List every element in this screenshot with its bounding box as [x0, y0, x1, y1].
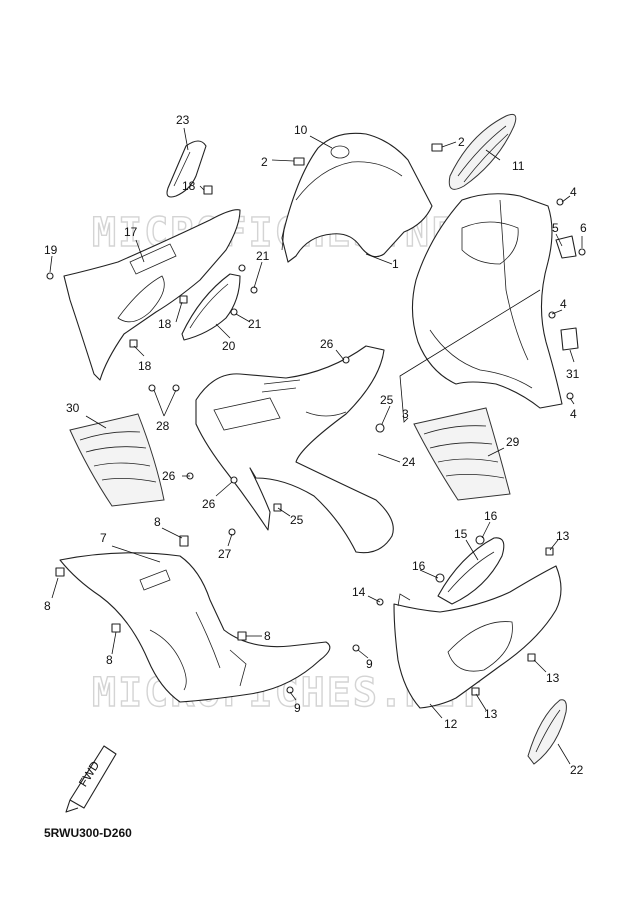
- leader-lines: [49, 127, 583, 765]
- callout-18: 18: [138, 359, 152, 373]
- fwd-arrow-icon: FWD: [65, 745, 117, 813]
- callout-21: 21: [256, 249, 270, 263]
- callout-6: 6: [580, 221, 587, 235]
- callout-7: 7: [100, 531, 107, 545]
- callout-4: 4: [570, 185, 577, 199]
- callout-4: 4: [560, 297, 567, 311]
- callout-labels: 10 2 2 23 11 18 4 17 1 5 6 19 21 4 18 21…: [44, 113, 587, 777]
- callout-19: 19: [44, 243, 58, 257]
- part-11-decal: [448, 113, 517, 190]
- callout-27: 27: [218, 547, 232, 561]
- callout-8: 8: [154, 515, 161, 529]
- callout-8: 8: [44, 599, 51, 613]
- part-17-inner-panel: [63, 209, 241, 381]
- callout-31: 31: [566, 367, 580, 381]
- callout-21: 21: [248, 317, 262, 331]
- callout-18: 18: [182, 179, 196, 193]
- part-3-leg-shield: [411, 193, 563, 409]
- diagram-code: 5RWU300-D260: [44, 826, 132, 840]
- callout-26: 26: [320, 337, 334, 351]
- callout-20: 20: [222, 339, 236, 353]
- callout-25: 25: [290, 513, 304, 527]
- callout-10: 10: [294, 123, 308, 137]
- part-29-floor-decal: [413, 407, 511, 501]
- fasteners: [46, 143, 586, 696]
- callout-9: 9: [366, 657, 373, 671]
- callout-25: 25: [380, 393, 394, 407]
- callout-13: 13: [484, 707, 498, 721]
- callout-5: 5: [552, 221, 559, 235]
- part-24-inner-cover: [195, 345, 394, 554]
- part-22-decal: [527, 699, 567, 765]
- part-7-side-cover: [59, 552, 331, 703]
- callout-29: 29: [506, 435, 520, 449]
- callout-8: 8: [264, 629, 271, 643]
- callout-28: 28: [156, 419, 170, 433]
- part-15-duct: [437, 537, 505, 605]
- part-12-side-cover: [393, 565, 562, 709]
- callout-17: 17: [124, 225, 138, 239]
- callout-2: 2: [261, 155, 268, 169]
- callout-30: 30: [66, 401, 80, 415]
- part-23-cover: [166, 140, 207, 198]
- callout-16: 16: [484, 509, 498, 523]
- callout-26: 26: [202, 497, 216, 511]
- callout-23: 23: [176, 113, 190, 127]
- callout-9: 9: [294, 701, 301, 715]
- callout-13: 13: [546, 671, 560, 685]
- part-20-bracket: [181, 273, 241, 341]
- callout-26: 26: [162, 469, 176, 483]
- callout-8: 8: [106, 653, 113, 667]
- callout-3: 3: [402, 407, 409, 421]
- callout-13: 13: [556, 529, 570, 543]
- callout-14: 14: [352, 585, 366, 599]
- callout-1: 1: [392, 257, 399, 271]
- callout-16: 16: [412, 559, 426, 573]
- callout-22: 22: [570, 763, 584, 777]
- callout-18: 18: [158, 317, 172, 331]
- callout-2: 2: [458, 135, 465, 149]
- callout-12: 12: [444, 717, 458, 731]
- callout-4: 4: [570, 407, 577, 421]
- callout-15: 15: [454, 527, 468, 541]
- part-31-plate: [560, 327, 579, 351]
- callout-11: 11: [512, 159, 525, 173]
- part-5-bracket: [555, 235, 577, 259]
- part-30-floor-decal: [69, 413, 165, 507]
- callout-24: 24: [402, 455, 416, 469]
- part-1-front-cowl: [281, 132, 433, 263]
